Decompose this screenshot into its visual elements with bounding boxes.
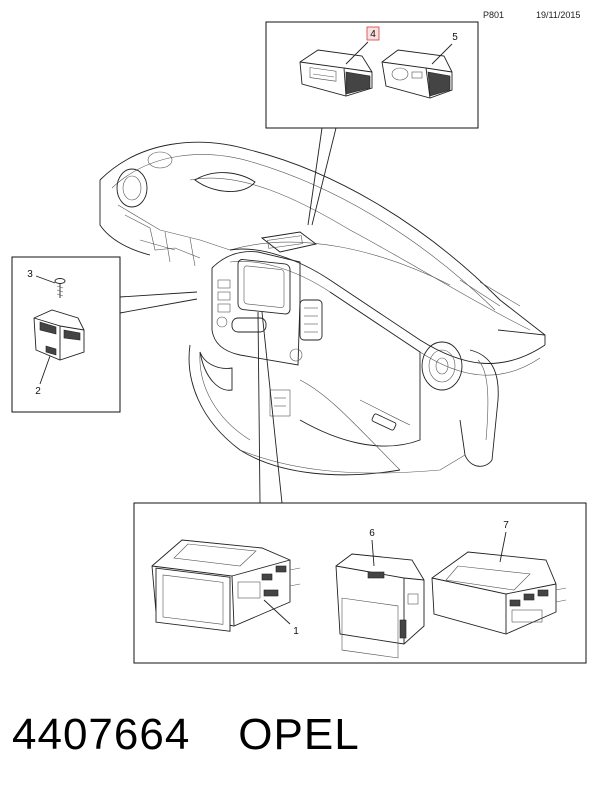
parts-diagram: 4 5 3 2 [11, 21, 587, 664]
part-3-screw [54, 278, 66, 298]
brand-name: OPEL [238, 710, 360, 759]
callout-4: 4 [370, 29, 376, 40]
part-1-radio-unit [151, 539, 301, 632]
part-6-display [335, 553, 425, 659]
footer: 4407664 OPEL [12, 710, 360, 760]
callout-5: 5 [452, 32, 458, 43]
part-4-module [299, 49, 373, 97]
callout-1: 1 [293, 626, 299, 637]
inset-top: 4 5 [265, 21, 479, 226]
dashboard-illustration [99, 141, 546, 476]
callout-7: 7 [503, 520, 509, 531]
diagram-date: 19/11/2015 [536, 10, 581, 20]
part-number: 4407664 [12, 710, 191, 759]
part-2-bracket [33, 309, 85, 361]
part-7-radio-unit [431, 551, 567, 635]
callout-2: 2 [35, 386, 41, 397]
callout-3: 3 [27, 269, 33, 280]
inset-left: 3 2 [11, 256, 198, 413]
inset-bottom: 1 6 7 [133, 311, 587, 664]
callout-6: 6 [369, 528, 375, 539]
diagram-code: P801 [483, 10, 505, 20]
